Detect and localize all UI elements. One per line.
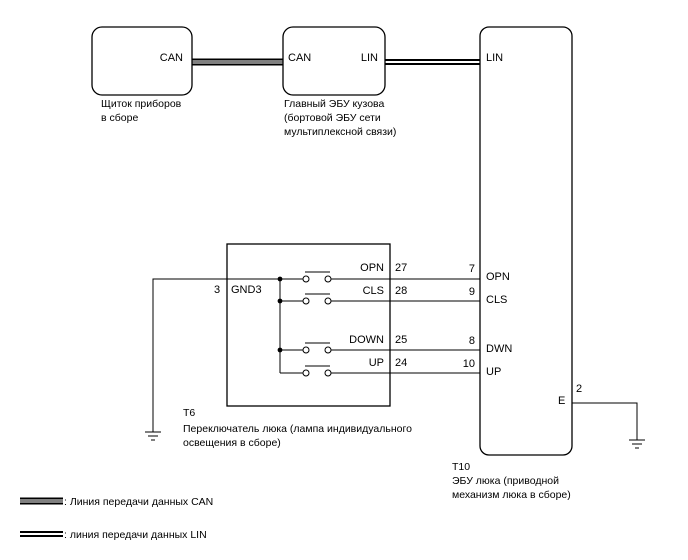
sunroof-ecu-ground-wire xyxy=(572,402,638,440)
sunroof-ecu-box xyxy=(479,26,573,456)
switch-pin-down-name: DOWN xyxy=(349,334,384,346)
body-ecu-can-port: CAN xyxy=(288,52,311,64)
meter-can-port: CAN xyxy=(160,52,183,64)
switch-caption-1: Переключатель люка (лампа индивидуальног… xyxy=(183,423,412,435)
switch-gnd-pin-num: 3 xyxy=(214,284,220,296)
switch-gnd-wire xyxy=(152,278,280,432)
body-ecu-lin-port: LIN xyxy=(361,52,378,64)
switch-pin-opn-num: 27 xyxy=(395,262,407,274)
legend-lin-label: : линия передачи данных LIN xyxy=(64,529,207,541)
switch-contact-opn xyxy=(302,271,332,283)
switch-caption-2: освещения в сборе) xyxy=(183,437,281,449)
sunroof-ecu-pin-up-name: UP xyxy=(486,366,501,378)
meter-box xyxy=(91,26,193,96)
sunroof-ecu-pin-cls-name: CLS xyxy=(486,294,507,306)
switch-pin-opn-name: OPN xyxy=(360,262,384,274)
switch-common-bus xyxy=(277,276,303,374)
sunroof-ecu-ground-num: 2 xyxy=(576,383,582,395)
sunroof-ecu-lin-port: LIN xyxy=(486,52,503,64)
sunroof-ecu-caption-1: ЭБУ люка (приводной xyxy=(452,475,559,487)
meter-caption-2: в сборе xyxy=(101,112,138,124)
switch-pin-up-num: 24 xyxy=(395,357,407,369)
sunroof-ecu-pin-opn-num: 7 xyxy=(469,263,475,275)
signal-wires xyxy=(331,278,480,374)
legend-can-label: : Линия передачи данных CAN xyxy=(64,496,213,508)
meter-caption-1: Щиток приборов xyxy=(101,98,182,110)
switch-pin-cls-num: 28 xyxy=(395,285,407,297)
body-ecu-caption-2: (бортовой ЭБУ сети xyxy=(284,112,381,124)
switch-code: T6 xyxy=(183,407,195,419)
switch-contact-down xyxy=(302,342,332,354)
switch-contact-up xyxy=(302,365,332,377)
ground-symbol-icon xyxy=(629,439,645,449)
switch-gnd-pin-name: GND3 xyxy=(231,284,262,296)
sunroof-switch-box xyxy=(226,243,391,407)
sunroof-ecu-pin-opn-name: OPN xyxy=(486,271,510,283)
sunroof-ecu-pin-dwn-num: 8 xyxy=(469,335,475,347)
sunroof-ecu-pin-dwn-name: DWN xyxy=(486,343,512,355)
sunroof-ecu-code: T10 xyxy=(452,461,470,473)
sunroof-ecu-pin-cls-num: 9 xyxy=(469,286,475,298)
body-ecu-caption-3: мультиплексной связи) xyxy=(284,126,396,138)
switch-pin-cls-name: CLS xyxy=(363,285,384,297)
body-ecu-box xyxy=(282,26,386,96)
switch-pin-up-name: UP xyxy=(369,357,384,369)
sunroof-ecu-pin-up-num: 10 xyxy=(463,358,475,370)
switch-pin-down-num: 25 xyxy=(395,334,407,346)
switch-contact-cls xyxy=(302,293,332,305)
sunroof-ecu-caption-2: механизм люка в сборе) xyxy=(452,489,571,501)
sunroof-ecu-ground-name: E xyxy=(558,395,565,407)
body-ecu-caption-1: Главный ЭБУ кузова xyxy=(284,98,385,110)
ground-symbol-icon xyxy=(145,431,161,441)
